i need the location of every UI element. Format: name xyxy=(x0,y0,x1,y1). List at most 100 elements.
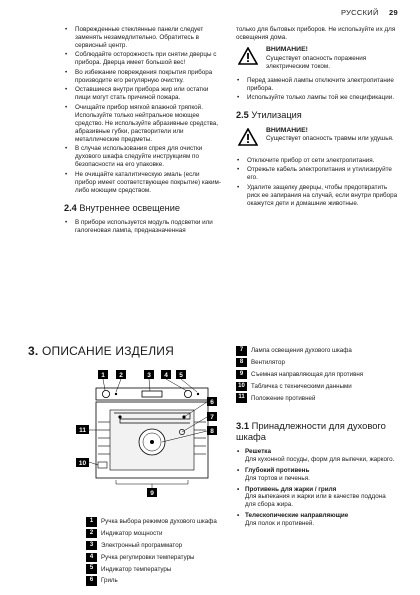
section-heading-3-1: 3.1 Принадлежности для духового шкафа xyxy=(236,420,386,443)
part-label: Ручка регулировки температуры xyxy=(101,553,195,561)
accessories-section: 3.1 Принадлежности для духового шкафа Ре… xyxy=(236,420,396,531)
warning-electric-shock: ВНИМАНИЕ! Существует опасность поражения… xyxy=(236,46,398,71)
svg-text:5: 5 xyxy=(179,372,183,379)
safety-bullet-list: Поврежденные стеклянные панели следует з… xyxy=(64,26,222,195)
callout-1: 1 xyxy=(98,370,108,379)
oven-diagram: 1 2 3 4 5 6 7 8 9 10 11 xyxy=(76,370,217,497)
list-item: Соблюдайте осторожность при снятии дверц… xyxy=(64,51,222,67)
list-item: В приборе используется модуль подсветки … xyxy=(64,219,222,235)
svg-text:2: 2 xyxy=(119,372,123,379)
callout-3: 3 xyxy=(144,370,154,379)
accessory-desc: Для тортов и печенья. xyxy=(245,474,310,482)
list-item: Очищайте прибор мягкой влажной тряпкой. … xyxy=(64,104,222,144)
list-item: Отрежьте кабель электропитания и утилизи… xyxy=(236,166,398,182)
list-item: Поврежденные стеклянные панели следует з… xyxy=(64,26,222,50)
accessory-desc: Для выпекания и жарки или в качестве под… xyxy=(245,493,386,509)
part-number-badge: 9 xyxy=(236,369,247,380)
callout-5: 5 xyxy=(176,370,186,379)
part-row: 2 Индикатор мощности xyxy=(86,528,217,540)
lighting-bullet-list: В приборе используется модуль подсветки … xyxy=(64,219,222,235)
list-item: Отключите прибор от сети электропитания. xyxy=(236,157,398,165)
svg-text:11: 11 xyxy=(79,427,86,434)
list-item: Перед заменой лампы отключите электропит… xyxy=(236,77,398,93)
page-number: 29 xyxy=(389,8,398,17)
oven-lamp xyxy=(179,429,185,435)
list-item: Оставшиеся внутри прибора жир или остатк… xyxy=(64,86,222,102)
part-label: Электронный программатор xyxy=(101,541,183,549)
list-item: Используйте только лампы той же специфик… xyxy=(236,94,398,102)
running-header: РУССКИЙ 29 xyxy=(341,8,398,17)
part-label: Индикатор мощности xyxy=(101,530,163,538)
callout-11: 11 xyxy=(76,425,89,434)
warning-title: ВНИМАНИЕ! xyxy=(266,126,308,134)
continued-text: только для бытовых приборов. Не использу… xyxy=(236,26,396,41)
section-heading-3: 3. ОПИСАНИЕ ИЗДЕЛИЯ xyxy=(28,344,174,358)
accessory-title: Глубокий противень xyxy=(236,467,396,475)
part-label: Табличка с техническими данными xyxy=(251,382,352,390)
list-item: В случае использования спрея для очистки… xyxy=(64,145,222,169)
part-row: 11 Положение противней xyxy=(236,392,363,404)
part-label: Съемная направляющая для противня xyxy=(251,370,364,378)
right-column: только для бытовых приборов. Не использу… xyxy=(236,26,398,214)
left-column: Поврежденные стеклянные панели следует з… xyxy=(64,26,222,241)
warning-text: Существует опасность поражения электриче… xyxy=(266,54,367,70)
accessory-title: Решетка xyxy=(236,448,396,456)
part-label: Гриль xyxy=(101,577,118,585)
accessory-item: Телескопические направляющие Для полок и… xyxy=(236,512,396,528)
warning-text: Существует опасность травмы или удушья. xyxy=(266,135,394,143)
callout-6: 6 xyxy=(207,397,217,406)
part-number-badge: 6 xyxy=(86,576,97,586)
accessory-title: Противень для жарки / гриля xyxy=(236,486,396,494)
svg-text:1: 1 xyxy=(101,372,105,379)
warning-triangle-icon xyxy=(238,127,258,146)
svg-text:10: 10 xyxy=(79,460,87,467)
section-heading-2-5: 2.5 Утилизация xyxy=(236,110,302,121)
accessory-item: Противень для жарки / гриля Для выпекани… xyxy=(236,486,396,510)
svg-text:6: 6 xyxy=(210,399,214,406)
power-indicator xyxy=(114,392,118,396)
part-number-badge: 11 xyxy=(236,393,247,403)
svg-text:4: 4 xyxy=(164,372,168,379)
svg-text:8: 8 xyxy=(210,428,214,435)
function-knob xyxy=(101,389,110,398)
svg-text:7: 7 xyxy=(210,414,214,421)
part-label: Лампа освещения духового шкафа xyxy=(251,347,352,355)
temperature-indicator xyxy=(196,392,200,396)
warning-injury: ВНИМАНИЕ! Существует опасность травмы ил… xyxy=(236,127,398,151)
programmer-display xyxy=(141,390,163,398)
list-item: Не очищайте каталитическую эмаль (если п… xyxy=(64,171,222,195)
part-number-badge: 1 xyxy=(86,517,97,527)
warning-title: ВНИМАНИЕ! xyxy=(266,45,308,53)
callout-10: 10 xyxy=(76,458,89,467)
part-label: Вентилятор xyxy=(251,359,285,367)
callout-9: 9 xyxy=(147,488,157,497)
accessory-desc: Для полок и противней. xyxy=(245,520,315,528)
list-item: Во избежание повреждения покрытия прибор… xyxy=(64,69,222,85)
svg-text:3: 3 xyxy=(147,372,151,379)
list-item: Удалите защелку дверцы, чтобы предотврат… xyxy=(236,184,398,208)
control-panel xyxy=(95,387,209,401)
part-label: Положение противней xyxy=(251,394,316,402)
part-label: Ручка выбора режимов духового шкафа xyxy=(101,518,217,526)
lamp-bullet-list: Перед заменой лампы отключите электропит… xyxy=(236,77,398,102)
part-number-badge: 2 xyxy=(86,528,97,539)
part-label: Индикатор температуры xyxy=(101,565,172,573)
callout-8: 8 xyxy=(207,426,217,435)
temperature-knob xyxy=(184,389,193,398)
part-row: 1 Ручка выбора режимов духового шкафа xyxy=(86,516,217,528)
part-row: 9 Съемная направляющая для противня xyxy=(236,369,363,381)
header-language: РУССКИЙ xyxy=(340,8,379,17)
grill-element xyxy=(114,412,191,424)
svg-text:9: 9 xyxy=(150,490,154,497)
callout-7: 7 xyxy=(207,412,217,421)
shelf-supports xyxy=(98,421,206,455)
warning-triangle-icon xyxy=(238,46,258,65)
part-number-badge: 8 xyxy=(236,357,247,368)
accessory-item: Глубокий противень Для тортов и печенья. xyxy=(236,467,396,483)
part-row: 8 Вентилятор xyxy=(236,357,363,369)
